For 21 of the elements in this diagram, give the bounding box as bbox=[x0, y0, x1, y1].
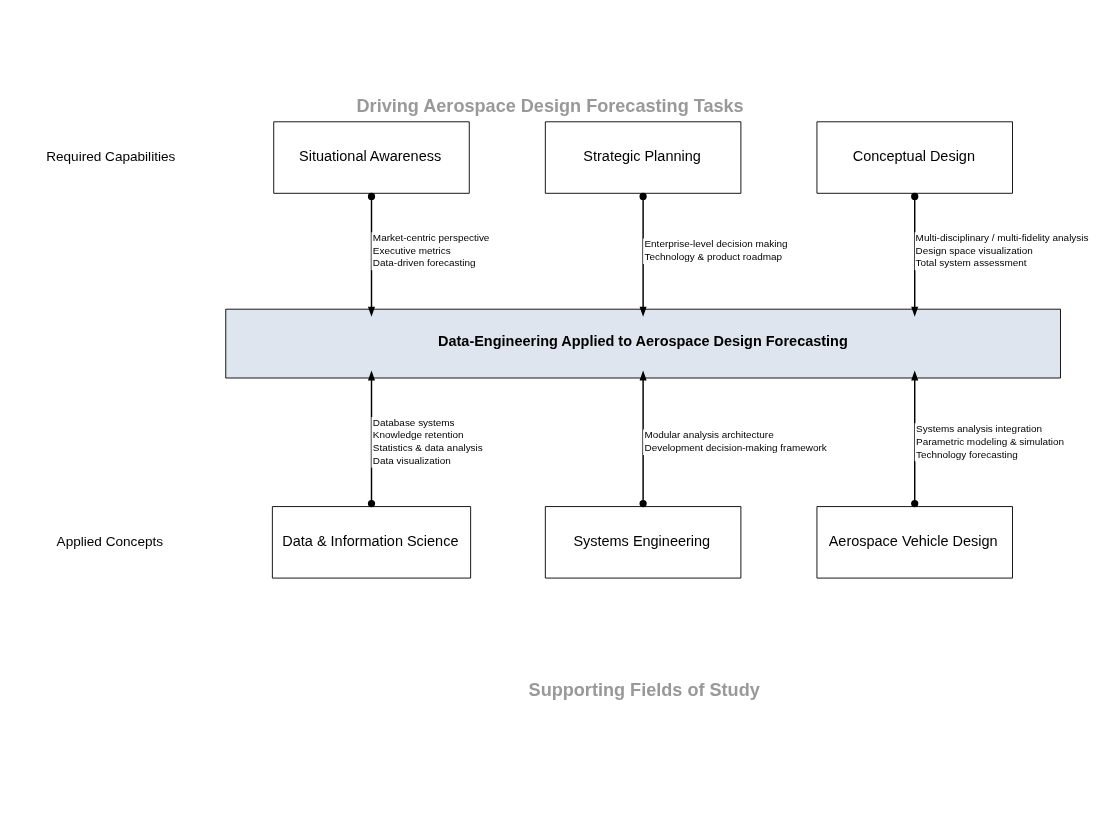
label: Applied Concepts bbox=[56, 533, 164, 549]
edge-label: Statistics & data analysis bbox=[372, 442, 483, 454]
label: Required Capabilities bbox=[46, 148, 176, 164]
edge-label: Parametric modeling & simulation bbox=[916, 435, 1065, 447]
edge-label: Technology forecasting bbox=[916, 448, 1018, 460]
edge-label: Data visualization bbox=[372, 454, 451, 466]
edge-label: Multi-disciplinary / multi-fidelity analysis bbox=[915, 232, 1089, 244]
edge-label: Total system assessment bbox=[915, 257, 1027, 269]
edge-label: Market-centric perspective bbox=[372, 232, 490, 244]
edge-label: Development decision-making framework bbox=[644, 442, 827, 454]
edge-label: Technology & product roadmap bbox=[644, 251, 783, 263]
edge-label: Data-driven forecasting bbox=[372, 257, 476, 269]
caption: Supporting Fields of Study bbox=[528, 680, 760, 701]
edge-label: Executive metrics bbox=[372, 244, 451, 256]
edge-label: Database systems bbox=[372, 416, 455, 428]
edge-label: Design space visualization bbox=[915, 244, 1033, 256]
edge-label: Systems analysis integration bbox=[916, 423, 1043, 435]
edge-label: Modular analysis architecture bbox=[644, 429, 774, 441]
edge-label: Enterprise-level decision making bbox=[644, 238, 788, 250]
edge-label: Knowledge retention bbox=[372, 429, 464, 441]
diagram-title: Driving Aerospace Design Forecasting Tasks bbox=[356, 95, 744, 116]
